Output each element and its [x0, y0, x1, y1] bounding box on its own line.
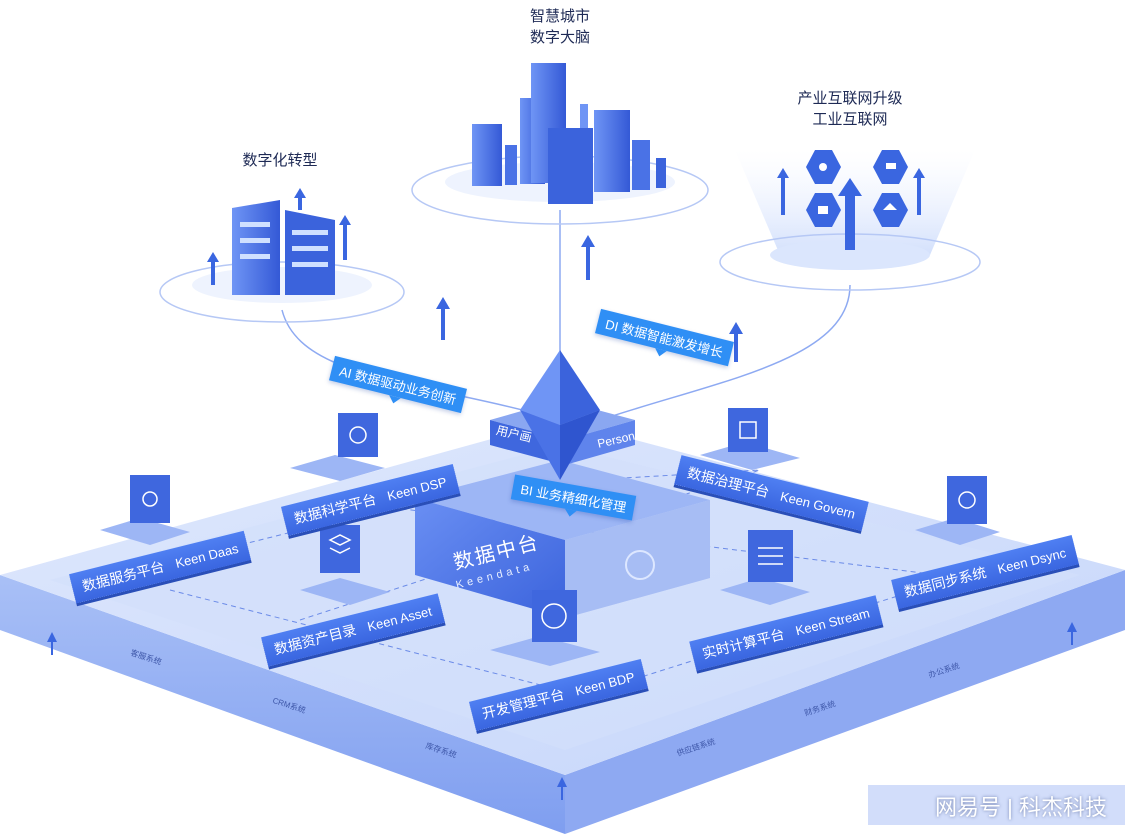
digital-building	[207, 188, 351, 295]
float-arrows	[436, 297, 743, 362]
industrial-label-line1: 产业互联网升级	[797, 90, 903, 107]
city-label: 智慧城市 数字大脑	[510, 6, 610, 48]
industrial-icon-glyphs	[818, 163, 897, 214]
module-icons	[130, 408, 987, 642]
link-digital	[281, 309, 561, 421]
watermark: 网易号 | 科杰科技	[935, 795, 1107, 820]
link-industrial	[599, 284, 851, 421]
digital-ring	[159, 261, 405, 323]
pedestals	[100, 442, 1000, 666]
industrial-label-line2: 工业互联网	[812, 111, 888, 128]
city-label-line2: 数字大脑	[529, 29, 590, 46]
city-label-line1: 智慧城市	[529, 8, 590, 25]
watermark-band	[868, 785, 1125, 825]
industrial-label: 产业互联网升级 工业互联网	[770, 88, 930, 130]
city-buildings	[472, 63, 666, 204]
platform-right-side	[565, 570, 1125, 834]
keendata-logo-icon	[625, 550, 655, 580]
module-icon-glyphs	[142, 421, 976, 629]
digital-label: 数字化转型	[242, 152, 318, 169]
city-arrow	[581, 235, 595, 280]
platform-left-side	[0, 575, 565, 834]
side-arrows	[47, 622, 1077, 800]
crystal	[520, 350, 600, 480]
